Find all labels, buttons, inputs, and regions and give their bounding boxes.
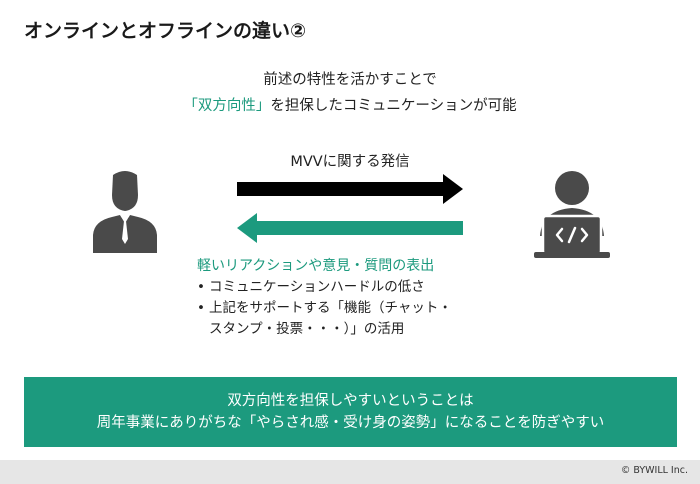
lead-line-2: 「双方向性」を担保したコミュニケーションが可能: [0, 94, 700, 115]
arrow-left-icon: [237, 213, 463, 243]
reaction-list: 軽いリアクションや意見・質問の表出 • コミュニケーションハードルの低さ • 上…: [197, 256, 452, 340]
lead-line-1: 前述の特性を活かすことで: [263, 72, 437, 88]
code-icon: [555, 226, 589, 244]
lead-highlight: 「双方向性」: [183, 98, 271, 114]
list-head: 軽いリアクションや意見・質問の表出: [197, 258, 435, 274]
lead-rest: を担保したコミュニケーションが可能: [270, 98, 517, 114]
summary-banner: 双方向性を担保しやすいということは 周年事業にありがちな「やらされ感・受け身の姿…: [24, 377, 677, 447]
page-title: オンラインとオフラインの違い②: [24, 20, 307, 42]
laptop-coder-icon: [534, 171, 610, 258]
slide: オンラインとオフラインの違い② 前述の特性を活かすことで 「双方向性」を担保した…: [0, 20, 700, 447]
list-item: • コミュニケーションハードルの低さ: [197, 279, 425, 295]
banner-line-2: 周年事業にありがちな「やらされ感・受け身の姿勢」になることを防ぎやすい: [96, 415, 605, 431]
person-suit-icon: [93, 171, 157, 253]
footer-bar: © BYWILL Inc.: [0, 460, 700, 484]
list-item: • 上記をサポートする「機能（チャット・: [197, 300, 452, 316]
list-item-continuation: スタンプ・投票・・・）」の活用: [209, 321, 405, 337]
arrow-right-icon: [237, 174, 463, 204]
banner-line-1: 双方向性を担保しやすいということは: [227, 393, 474, 409]
arrow-label: MVVに関する発信: [290, 154, 410, 170]
copyright: © BYWILL Inc.: [620, 465, 688, 476]
